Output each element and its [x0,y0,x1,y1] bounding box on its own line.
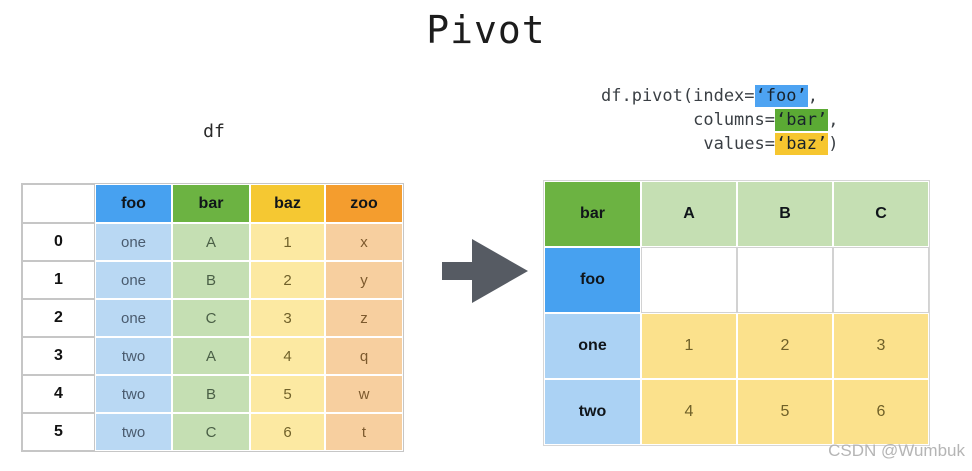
empty-cell [737,247,833,313]
code-text: , [828,110,839,130]
value-cell: 6 [833,379,929,445]
corner-header-bar: bar [544,181,641,247]
pivot-code-snippet: df.pivot(index=‘foo’, columns=‘bar’, val… [601,84,838,156]
column-header-a: A [641,181,737,247]
data-cell: C [172,413,250,451]
data-cell: two [95,413,172,451]
left-table-label: df [203,121,225,142]
column-header-foo: foo [95,184,172,223]
table-row: 0 one A 1 x [22,223,403,261]
value-cell: 4 [641,379,737,445]
table-row: 3 two A 4 q [22,337,403,375]
data-cell: two [95,337,172,375]
value-cell: 3 [833,313,929,379]
table-row: 2 one C 3 z [22,299,403,337]
code-line-1: df.pivot(index=‘foo’, [601,84,838,108]
data-cell: B [172,261,250,299]
index-cell: 3 [22,337,95,375]
index-cell: 0 [22,223,95,261]
data-cell: C [172,299,250,337]
index-header-foo: foo [544,247,641,313]
column-header-b: B [737,181,833,247]
table-row: one 1 2 3 [544,313,929,379]
code-highlight-bar: ‘bar’ [775,109,829,131]
index-cell: 2 [22,299,95,337]
column-header-c: C [833,181,929,247]
table-row: 5 two C 6 t [22,413,403,451]
index-label-row: foo [544,247,929,313]
corner-cell [22,184,95,223]
column-header-bar: bar [172,184,250,223]
data-cell: q [325,337,403,375]
data-cell: 5 [250,375,325,413]
page-title: Pivot [426,8,546,52]
code-text: columns= [601,110,775,130]
code-text: , [807,86,818,106]
code-text: values= [601,134,775,154]
data-cell: z [325,299,403,337]
index-cell: 4 [22,375,95,413]
data-cell: w [325,375,403,413]
table-row: 4 two B 5 w [22,375,403,413]
transform-arrow-icon [441,236,531,311]
watermark: CSDN @Wumbuk [828,441,965,460]
code-text: df.pivot(index= [601,86,755,106]
table-header-row: bar A B C [544,181,929,247]
data-cell: 2 [250,261,325,299]
data-cell: 4 [250,337,325,375]
empty-cell [641,247,737,313]
code-highlight-baz: ‘baz’ [775,133,829,155]
column-header-baz: baz [250,184,325,223]
index-cell: 5 [22,413,95,451]
value-cell: 1 [641,313,737,379]
data-cell: A [172,223,250,261]
data-cell: y [325,261,403,299]
data-cell: 3 [250,299,325,337]
pivoted-table: bar A B C foo one 1 2 3 two 4 5 6 [543,180,930,446]
value-cell: 5 [737,379,833,445]
data-cell: one [95,223,172,261]
row-label-two: two [544,379,641,445]
data-cell: 1 [250,223,325,261]
data-cell: t [325,413,403,451]
code-text: ) [828,134,839,154]
data-cell: B [172,375,250,413]
source-dataframe-table: foo bar baz zoo 0 one A 1 x 1 one B 2 y … [21,183,404,452]
table-header-row: foo bar baz zoo [22,184,403,223]
data-cell: x [325,223,403,261]
column-header-zoo: zoo [325,184,403,223]
table-row: 1 one B 2 y [22,261,403,299]
data-cell: 6 [250,413,325,451]
data-cell: one [95,299,172,337]
data-cell: two [95,375,172,413]
row-label-one: one [544,313,641,379]
table-row: two 4 5 6 [544,379,929,445]
code-highlight-foo: ‘foo’ [754,85,808,107]
data-cell: A [172,337,250,375]
code-line-2: columns=‘bar’, [601,108,838,132]
value-cell: 2 [737,313,833,379]
code-line-3: values=‘baz’) [601,132,838,156]
index-cell: 1 [22,261,95,299]
data-cell: one [95,261,172,299]
empty-cell [833,247,929,313]
